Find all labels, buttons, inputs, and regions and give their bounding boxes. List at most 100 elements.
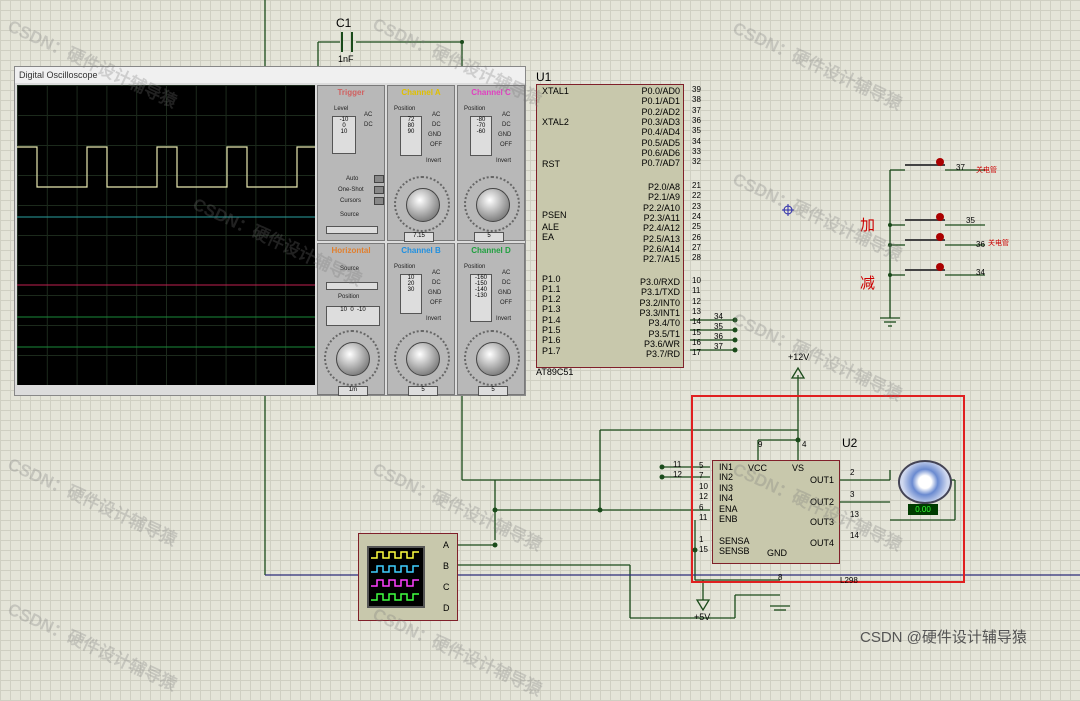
u1-pin-number: 16 — [692, 337, 701, 347]
u2-pin-number: 13 — [850, 510, 859, 519]
u1-pin-p2-3-a11: P2.3/A11 — [643, 212, 680, 223]
u2-pin-out1: OUT1 — [810, 475, 835, 485]
u1-pin-p0-4-ad4: P0.4/AD4 — [641, 127, 680, 138]
u2-pin-vs: VS — [792, 463, 805, 473]
u1-pin-p1.5: P1.5 — [542, 325, 561, 335]
scope-input-b: B — [443, 561, 450, 571]
u1-pin-p0-7-ad7: P0.7/AD7 — [641, 158, 680, 169]
trigger-level-slider[interactable]: -10 0 10 — [332, 116, 356, 154]
u2-pin-in2: IN2 — [719, 472, 734, 482]
cha-scale-dial[interactable] — [394, 176, 450, 232]
u1-pin-xtal2: XTAL2 — [542, 117, 569, 127]
auto-button[interactable] — [374, 175, 384, 183]
chb-knob-icon[interactable] — [406, 342, 440, 376]
u2-pin-number: 12 — [699, 492, 708, 501]
horiz-val: -10 — [357, 307, 366, 313]
u1-pin-p0-1-ad1: P0.1/AD1 — [641, 96, 680, 107]
chc-position-slider[interactable]: -80 -70 -60 — [470, 116, 492, 156]
u1-pin-rst: RST — [542, 159, 560, 169]
u2-pin-gnd: GND — [767, 548, 787, 558]
chb-scale-dial[interactable] — [394, 330, 450, 386]
button-off-2[interactable] — [905, 239, 945, 247]
chb-off: OFF — [430, 300, 442, 306]
scope-instrument[interactable]: A B C D — [358, 533, 458, 621]
chd-off: OFF — [500, 300, 512, 306]
chd-knob-icon[interactable] — [476, 342, 510, 376]
horiz-source-slider[interactable] — [326, 282, 378, 290]
u1-pin-p3-7-rd: P3.7/RD — [645, 349, 680, 360]
cursors-button[interactable] — [374, 197, 384, 205]
cha-invert: Invert — [426, 158, 442, 164]
u1-pin-p2-7-a15: P2.7/A15 — [642, 254, 680, 265]
chc-knob-icon[interactable] — [476, 188, 510, 222]
cha-ac: AC — [432, 112, 441, 118]
cha-scale-value: 7.15 — [404, 232, 434, 242]
chb-position-slider[interactable]: 10 20 30 — [400, 274, 422, 314]
u2-pin-in3: IN3 — [719, 483, 734, 493]
u1-pin-number: 21 — [692, 181, 701, 190]
horizontal-panel: Horizontal Source Position 10 0 -10 1m — [317, 243, 385, 396]
chd-scale-dial[interactable] — [464, 330, 520, 386]
u1-pin-ale: ALE — [542, 222, 560, 232]
channel-b-title: Channel B — [401, 246, 441, 255]
chc-scale-dial[interactable] — [464, 176, 520, 232]
oneshot-button[interactable] — [374, 186, 384, 194]
u1-pin-number: 24 — [692, 211, 701, 221]
chd-scale-value: 5 — [478, 386, 508, 396]
chb-val: 10 — [407, 275, 415, 281]
u2-l298[interactable] — [712, 460, 840, 564]
trigger-title: Trigger — [337, 88, 365, 97]
button-cap-icon — [936, 158, 944, 166]
u1-pin-p2-1-a9: P2.1/A9 — [647, 192, 680, 203]
trig-val: -10 — [339, 117, 349, 123]
chb-ac: AC — [432, 270, 441, 276]
chb-val: 20 — [407, 281, 415, 287]
btn-net-37: 37 — [956, 163, 965, 172]
u2-pin-in1: IN1 — [719, 462, 734, 472]
chc-position-label: Position — [464, 106, 486, 112]
u1-at89c51[interactable] — [536, 84, 684, 368]
button-off-1[interactable] — [905, 164, 945, 172]
trig-source-slider[interactable] — [326, 226, 378, 234]
u2-ref: U2 — [842, 436, 858, 450]
u2-pin-out2: OUT2 — [810, 497, 835, 507]
u2-pin-sensa: SENSA — [719, 536, 750, 546]
chd-position-slider[interactable]: -160 -150 -140 -130 — [470, 274, 492, 322]
chb-invert: Invert — [426, 316, 442, 322]
u1-pin-psen: PSEN — [542, 210, 567, 220]
channel-c-title: Channel C — [471, 88, 511, 97]
cha-position-slider[interactable]: 72 80 90 — [400, 116, 422, 156]
u1-pin-number: 36 — [692, 115, 701, 125]
u2-pin-number: 4 — [802, 440, 807, 449]
oscilloscope-window[interactable]: Digital Oscilloscope Trigger Level -10 0… — [14, 66, 526, 396]
horiz-position-slider[interactable]: 10 0 -10 — [326, 306, 380, 326]
chc-off: OFF — [500, 142, 512, 148]
u1-pin-p0-6-ad6: P0.6/AD6 — [641, 147, 680, 158]
u1-pin-number: 12 — [692, 296, 701, 306]
chb-position-label: Position — [394, 264, 416, 270]
chc-val: -80 — [476, 117, 486, 123]
cha-knob-icon[interactable] — [406, 188, 440, 222]
cha-val: 80 — [407, 123, 415, 129]
button-decrease[interactable] — [905, 269, 945, 277]
oscilloscope-title: Digital Oscilloscope — [15, 67, 525, 83]
chc-invert: Invert — [496, 158, 512, 164]
chc-val: -70 — [476, 123, 486, 129]
button-increase[interactable] — [905, 219, 945, 227]
u2-pin-vcc: VCC — [748, 463, 768, 473]
u1-pin-p2-2-a10: P2.2/A10 — [642, 202, 680, 213]
btn-net-36: 36 — [976, 240, 985, 249]
chd-val: -150 — [474, 281, 487, 287]
u2-pin-out4: OUT4 — [810, 538, 835, 548]
horiz-knob-icon[interactable] — [336, 342, 370, 376]
trig-auto: Auto — [346, 176, 359, 182]
chc-gnd: GND — [498, 132, 512, 138]
trigger-level-label: Level — [334, 106, 349, 112]
button-cap-icon — [936, 213, 944, 221]
u1-pin-number: 23 — [692, 201, 701, 211]
chb-scale-value: 5 — [408, 386, 438, 396]
u2-pin-out3: OUT3 — [810, 517, 835, 527]
horiz-scale-dial[interactable] — [324, 330, 380, 386]
dc-motor-icon[interactable] — [898, 460, 952, 504]
u1-pin-number: 35 — [692, 126, 701, 136]
